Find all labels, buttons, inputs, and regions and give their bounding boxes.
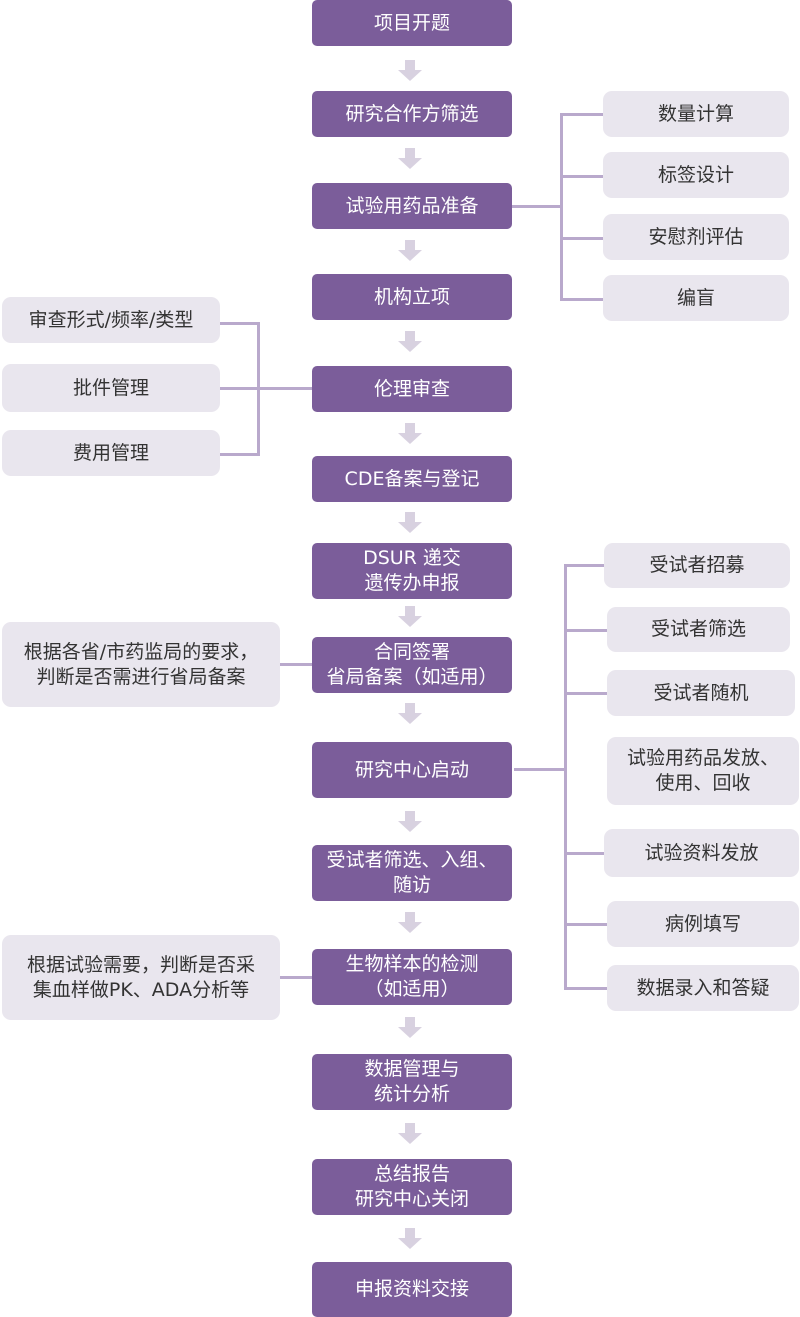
detail-subject-randomization: 受试者随机 [607, 670, 795, 716]
step-label-line-2: 遗传办申报 [364, 572, 460, 594]
step-label-line-2: 省局备案（如适用） [326, 666, 498, 688]
step-label-line-1: DSUR 递交 [363, 547, 461, 569]
step-partner-selection: 研究合作方筛选 [312, 91, 512, 137]
step-label: 伦理审查 [373, 377, 450, 400]
detail-label: 标签设计 [657, 163, 734, 186]
detail-label: 受试者筛选 [650, 618, 746, 640]
detail-label: 试验资料发放 [644, 841, 759, 864]
step-label-line-1: 生物样本的检测 [345, 953, 479, 975]
detail-label: 批件管理 [72, 376, 149, 399]
step-contract-signing: 合同签署 省局备案（如适用） [312, 637, 512, 693]
detail-review-form: 审查形式/频率/类型 [2, 297, 220, 343]
step-label: 试验用药品准备 [345, 194, 479, 217]
note-provincial-filing: 根据各省/市药监局的要求， 判断是否需进行省局备案 [2, 622, 280, 707]
note-line-2: 集血样做PK、ADA分析等 [32, 978, 250, 1001]
note-line-1: 根据试验需要，判断是否采 [26, 953, 255, 976]
detail-label: 受试者招募 [649, 554, 745, 576]
step-label: 研究中心启动 [354, 758, 469, 781]
detail-label: 数量计算 [657, 102, 734, 125]
detail-subject-screening: 受试者筛选 [607, 607, 790, 652]
step-label-line-1: 受试者筛选、入组、 [326, 849, 498, 871]
step-institution-approval: 机构立项 [312, 274, 512, 320]
detail-crf-completion: 病例填写 [607, 901, 799, 947]
step-label: 项目开题 [373, 11, 450, 34]
step-label-line-1: 数据管理与 [364, 1058, 460, 1080]
step-label: 机构立项 [373, 285, 450, 308]
step-label-line-1: 总结报告 [373, 1163, 450, 1185]
detail-data-entry-query: 数据录入和答疑 [607, 965, 799, 1011]
detail-document-distribution: 试验资料发放 [604, 829, 799, 877]
detail-placebo-evaluation: 安慰剂评估 [603, 214, 789, 260]
detail-label-line-2: 使用、回收 [655, 772, 751, 794]
step-site-initiation: 研究中心启动 [312, 742, 512, 798]
detail-fee-management: 费用管理 [2, 430, 220, 476]
step-submission-handover: 申报资料交接 [312, 1262, 512, 1317]
step-subject-enrollment: 受试者筛选、入组、 随访 [312, 845, 512, 901]
detail-label-line-1: 试验用药品发放、 [626, 747, 779, 769]
step-label-line-2: 统计分析 [373, 1083, 450, 1105]
step-label-line-1: 合同签署 [373, 641, 450, 663]
step-label-line-2: （如适用） [364, 978, 460, 1000]
note-line-1: 根据各省/市药监局的要求， [23, 640, 259, 663]
detail-label: 受试者随机 [653, 681, 749, 704]
detail-label: 审查形式/频率/类型 [28, 308, 194, 331]
detail-label: 病例填写 [664, 912, 741, 935]
detail-drug-dispensing: 试验用药品发放、 使用、回收 [607, 737, 799, 805]
detail-approval-management: 批件管理 [2, 364, 220, 412]
detail-label: 编盲 [676, 286, 715, 309]
step-label-line-2: 随访 [392, 874, 431, 896]
sample-note-connector [280, 976, 312, 979]
note-sample-analysis: 根据试验需要，判断是否采 集血样做PK、ADA分析等 [2, 935, 280, 1020]
step-label-line-2: 研究中心关闭 [354, 1188, 469, 1210]
step-dsur-genetics: DSUR 递交 遗传办申报 [312, 543, 512, 599]
step-cde-registration: CDE备案与登记 [312, 456, 512, 502]
detail-blinding: 编盲 [603, 275, 789, 321]
step-ethics-review: 伦理审查 [312, 366, 512, 412]
detail-label: 安慰剂评估 [648, 225, 744, 248]
step-label: 研究合作方筛选 [345, 102, 479, 125]
step-final-report: 总结报告 研究中心关闭 [312, 1159, 512, 1215]
detail-label: 费用管理 [72, 441, 149, 464]
detail-subject-recruitment: 受试者招募 [604, 543, 790, 588]
step-label: CDE备案与登记 [344, 467, 480, 490]
detail-label: 数据录入和答疑 [636, 976, 770, 999]
step-label: 申报资料交接 [354, 1278, 469, 1300]
note-line-2: 判断是否需进行省局备案 [36, 665, 246, 688]
step-project-kickoff: 项目开题 [312, 0, 512, 46]
step-drug-preparation: 试验用药品准备 [312, 183, 512, 229]
contract-note-connector [280, 663, 312, 666]
step-data-management: 数据管理与 统计分析 [312, 1054, 512, 1110]
detail-quantity-calculation: 数量计算 [603, 91, 789, 137]
step-biosample-testing: 生物样本的检测 （如适用） [312, 949, 512, 1005]
detail-label-design: 标签设计 [603, 152, 789, 198]
